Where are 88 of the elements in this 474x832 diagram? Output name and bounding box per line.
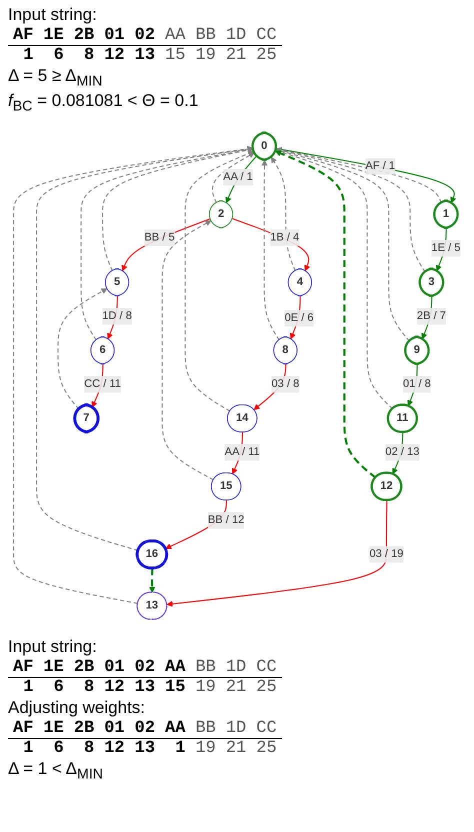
weight-value: 13 xyxy=(130,46,160,65)
arrow xyxy=(102,146,254,271)
arrow xyxy=(122,218,211,271)
edge-label: AA / 11 xyxy=(224,446,260,458)
arrow xyxy=(166,500,388,607)
formula-text: f$_{BC}$ = 0.081081 < Θ = 0.1 xyxy=(8,91,198,115)
symbol-label: BB xyxy=(190,658,221,678)
weight-value: 15 xyxy=(160,46,190,65)
weight-value: 6 xyxy=(38,46,69,65)
edge-label: CC / 11 xyxy=(84,378,121,390)
heading-text: Adjusting weights: xyxy=(8,698,146,718)
symbol-label: CC xyxy=(251,26,282,46)
symbol-label: 1D xyxy=(220,658,252,678)
weight-value: 6 xyxy=(38,677,69,697)
symbol-label: 01 xyxy=(99,26,130,46)
symbol-label: AF xyxy=(8,658,38,678)
symbol-label: BB xyxy=(190,26,221,46)
weight-value: 12 xyxy=(99,738,130,758)
symbol-label: AA xyxy=(160,658,190,678)
weight-value: 21 xyxy=(220,46,252,65)
weight-value: 25 xyxy=(251,738,282,758)
arrow xyxy=(13,146,254,604)
edge-label: 03 / 8 xyxy=(272,378,300,390)
formula-text: Δ = 1 < Δ$_{MIN}$ xyxy=(8,758,103,782)
weight-value: 25 xyxy=(251,46,282,65)
symbol-label: AF xyxy=(8,26,38,46)
weight-value: 12 xyxy=(99,677,130,697)
symbol-label: 1E xyxy=(38,658,69,678)
edge-label: 2B / 7 xyxy=(416,310,446,322)
weight-value: 8 xyxy=(68,46,100,65)
weight-value: 19 xyxy=(190,677,221,697)
symbol-label: 2B xyxy=(68,26,100,46)
weight-value: 1 xyxy=(8,738,38,758)
symbol-label: AA xyxy=(160,718,190,738)
formula-text: Δ = 5 ≥ Δ$_{MIN}$ xyxy=(8,66,102,90)
arrow xyxy=(232,218,310,271)
edge-label: 1B / 4 xyxy=(270,231,300,243)
weight-value: 12 xyxy=(99,46,130,65)
weight-value: 1 xyxy=(8,46,38,65)
weight-value: 1 xyxy=(160,738,190,758)
weight-value: 21 xyxy=(220,677,252,697)
symbol-label: CC xyxy=(251,718,282,738)
symbol-label: 02 xyxy=(130,658,160,678)
heading-text: Input string: xyxy=(8,636,97,657)
symbol-label: 01 xyxy=(99,658,130,678)
edge-label: 1E / 5 xyxy=(431,242,460,254)
weight-value: 8 xyxy=(68,677,100,697)
edge-label: AF / 1 xyxy=(365,160,396,172)
weight-value: 13 xyxy=(130,677,160,697)
arrow xyxy=(184,150,254,412)
weight-value: 19 xyxy=(190,738,221,758)
arrow xyxy=(270,156,296,271)
symbol-label: 1E xyxy=(38,718,69,738)
symbol-label: AF xyxy=(8,718,38,738)
weight-value: 8 xyxy=(68,738,100,758)
weight-value: 6 xyxy=(38,738,69,758)
symbol-label: 1D xyxy=(220,718,252,738)
symbol-label: CC xyxy=(251,658,282,678)
symbol-label: 02 xyxy=(130,718,160,738)
arrow xyxy=(275,150,376,478)
edge-label: AA / 1 xyxy=(223,170,253,183)
weight-value: 15 xyxy=(160,677,190,697)
symbol-label: 1E xyxy=(38,26,69,46)
arrow xyxy=(261,160,280,340)
arrow xyxy=(276,147,426,272)
symbol-label: 01 xyxy=(99,718,130,738)
edge-label: 02 / 13 xyxy=(385,446,420,458)
symbol-label: AA xyxy=(160,26,190,46)
symbol-label: 02 xyxy=(130,26,160,46)
symbol-label: 1D xyxy=(220,26,252,46)
weight-value: 13 xyxy=(130,738,160,758)
arrow xyxy=(149,568,156,593)
edge-label: BB / 5 xyxy=(144,231,175,244)
weight-value: 1 xyxy=(8,677,38,697)
weight-value: 19 xyxy=(190,46,221,65)
symbol-label: 2B xyxy=(68,718,100,738)
arrow xyxy=(212,152,255,203)
arrow xyxy=(162,220,214,480)
edge-label: 01 / 8 xyxy=(403,378,431,390)
edge-label: 0E / 6 xyxy=(284,312,314,324)
edge-label: BB / 12 xyxy=(208,514,244,526)
heading-text: Input string: xyxy=(8,5,97,25)
symbol-label: 2B xyxy=(68,658,100,678)
symbol-label: BB xyxy=(190,718,221,738)
weight-value: 25 xyxy=(251,677,282,697)
edge-label: 03 / 19 xyxy=(369,548,404,560)
weight-value: 21 xyxy=(220,738,252,758)
edge-label: 1D / 8 xyxy=(102,310,132,322)
